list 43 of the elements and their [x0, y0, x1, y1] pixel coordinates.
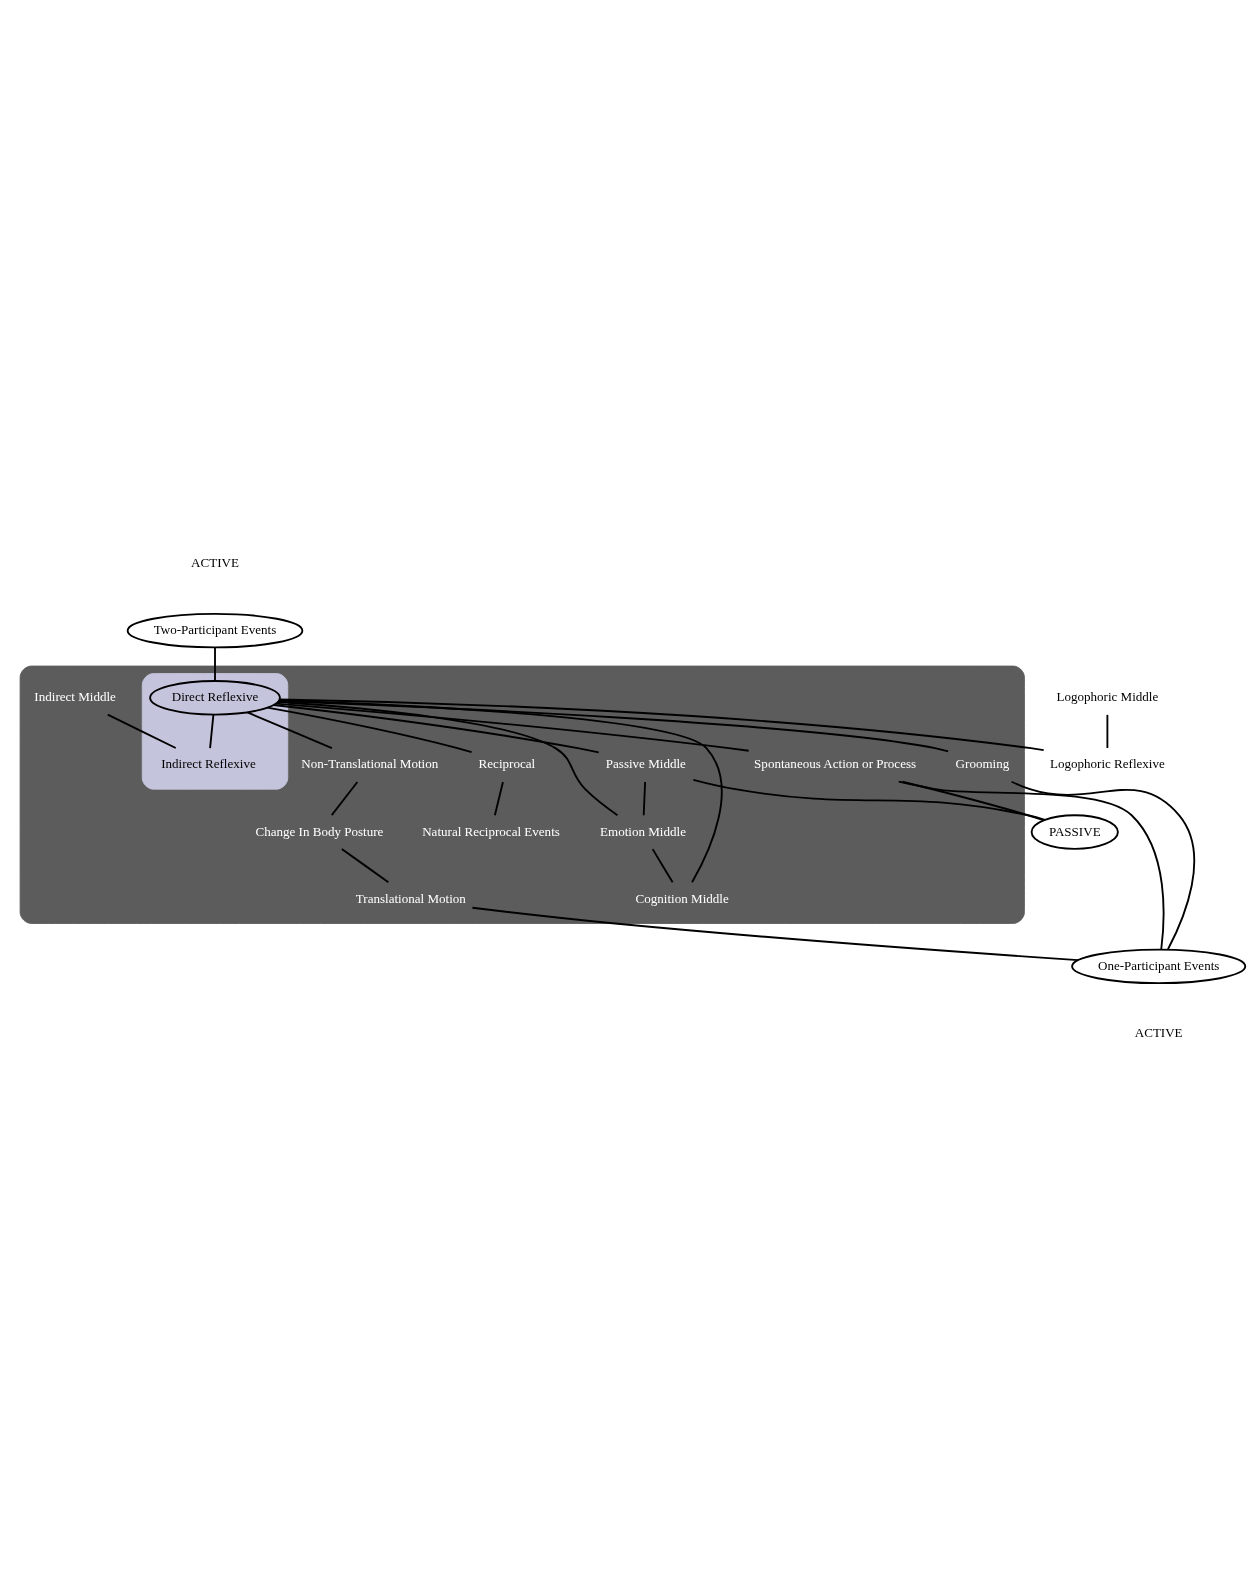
connector	[651, 847, 674, 883]
connector	[276, 700, 619, 816]
node-text: Translational Motion	[355, 890, 466, 906]
connector	[266, 706, 473, 753]
connector	[340, 847, 390, 883]
node-text: Emotion Middle	[600, 823, 686, 839]
node-text: Grooming	[955, 755, 1010, 771]
connector	[106, 713, 177, 749]
cluster	[19, 665, 1025, 924]
connector	[897, 780, 1165, 950]
node-text: Indirect Reflexive	[161, 755, 256, 771]
node-ellipse: Two-Participant Events	[126, 612, 304, 648]
node-text: Indirect Middle	[34, 688, 116, 704]
cluster	[141, 672, 289, 790]
label: ACTIVE	[191, 554, 239, 570]
node-text: Change In Body Posture	[255, 823, 384, 839]
connector	[493, 780, 504, 816]
connector	[278, 699, 723, 883]
connector	[246, 710, 333, 749]
connector	[275, 702, 750, 752]
node-text: Natural Reciprocal Events	[422, 823, 560, 839]
label: ACTIVE	[1134, 1024, 1183, 1040]
connector	[1106, 713, 1109, 749]
node-ellipse: PASSIVE	[1030, 813, 1119, 850]
connector	[1010, 780, 1196, 950]
node-text: Passive Middle	[605, 755, 686, 771]
connector	[692, 778, 1046, 821]
node-ellipse: One-Participant Events	[1071, 948, 1247, 984]
connector	[330, 780, 359, 816]
connector	[901, 780, 1045, 821]
connector	[272, 703, 600, 753]
connector	[214, 646, 216, 682]
node-text: Cognition Middle	[635, 890, 729, 906]
node-text: Reciprocal	[478, 755, 536, 771]
node-text: Logophoric Reflexive	[1049, 755, 1165, 771]
connector	[277, 699, 950, 752]
connector	[471, 906, 1079, 961]
connector	[209, 713, 215, 749]
node-text: Non-Translational Motion	[301, 755, 439, 771]
node-text: Spontaneous Action or Process	[754, 755, 917, 771]
node-text: Logophoric Middle	[1056, 688, 1159, 704]
connector	[642, 780, 647, 816]
node-ellipse: Direct Reflexive	[149, 679, 281, 715]
